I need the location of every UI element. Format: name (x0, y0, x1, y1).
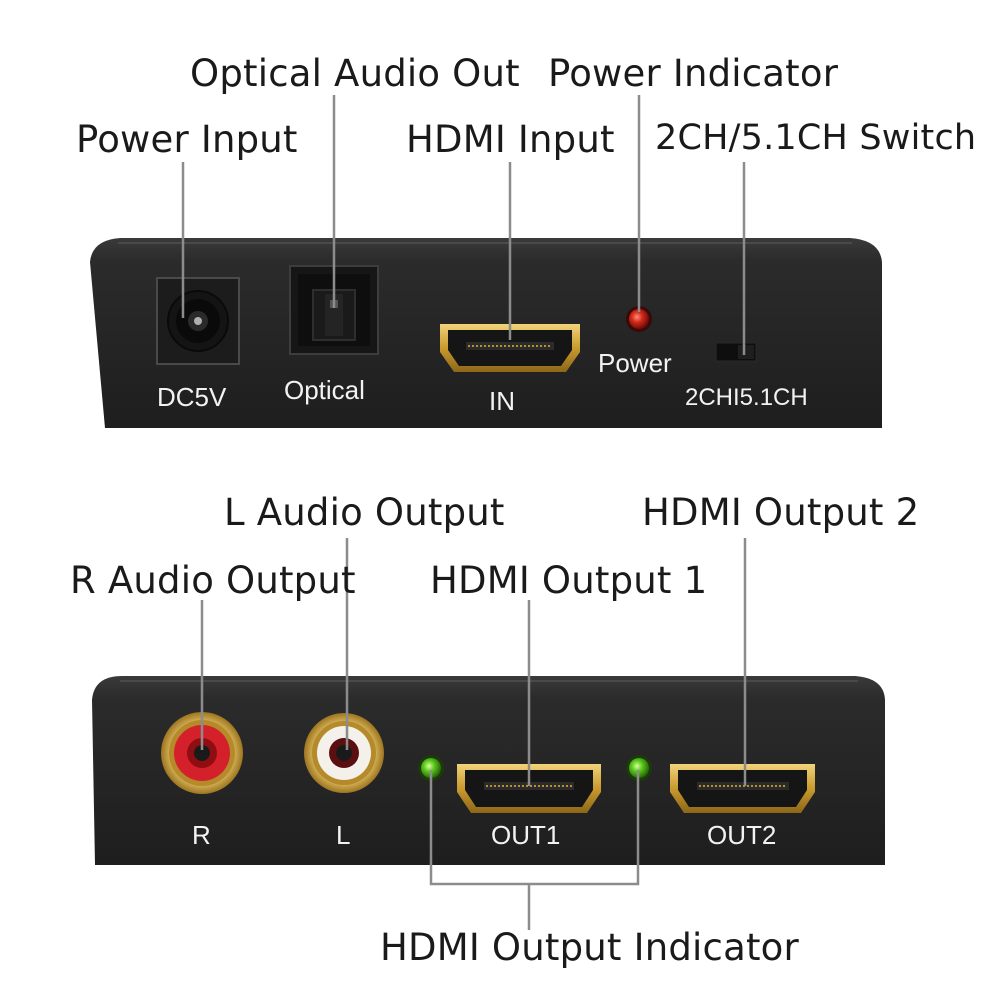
hdmi-out1-port (457, 764, 601, 813)
label-switch: 2CHI5.1CH (685, 384, 808, 411)
channel-switch[interactable] (715, 342, 757, 362)
label-out1: OUT1 (491, 820, 561, 850)
callout-hdmi-output-1: HDMI Output 1 (430, 559, 708, 602)
label-l: L (336, 820, 351, 850)
callout-switch: 2CH/5.1CH Switch (655, 118, 977, 158)
label-in: IN (489, 386, 515, 416)
hdmi-out2-port (670, 764, 815, 813)
leader-lines (181, 95, 747, 930)
callout-l-audio-output: L Audio Output (224, 491, 505, 534)
callout-hdmi-input: HDMI Input (406, 118, 615, 161)
leader-output-indicator (429, 770, 640, 886)
label-power: Power (598, 348, 672, 378)
callout-r-audio-output: R Audio Output (70, 559, 356, 602)
label-out2: OUT2 (707, 820, 777, 850)
callout-power-input: Power Input (76, 118, 298, 161)
label-dc5v: DC5V (157, 382, 227, 412)
callout-optical-audio-out: Optical Audio Out (190, 52, 520, 95)
rca-left-jack (304, 713, 384, 793)
rca-right-jack (161, 712, 243, 794)
callout-hdmi-output-indicator: HDMI Output Indicator (380, 926, 799, 969)
dc-power-jack (156, 277, 240, 365)
output-led-1 (418, 755, 444, 781)
callout-hdmi-output-2: HDMI Output 2 (642, 491, 920, 534)
hdmi-in-port (440, 324, 580, 372)
power-led (626, 306, 652, 332)
label-r: R (192, 820, 211, 850)
output-led-2 (626, 755, 652, 781)
callout-power-indicator: Power Indicator (548, 52, 839, 95)
label-optical: Optical (284, 375, 365, 405)
